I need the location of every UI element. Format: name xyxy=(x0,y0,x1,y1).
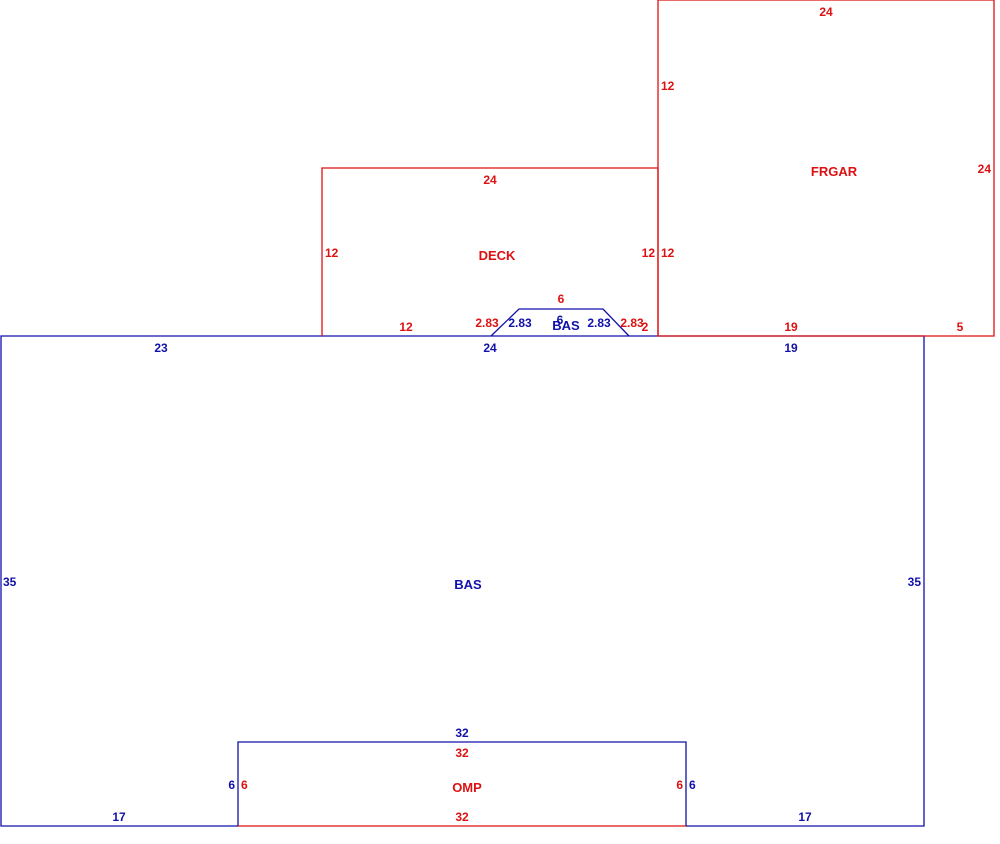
dim-deck-right: 12 xyxy=(642,246,656,260)
dim-bas-left: 35 xyxy=(3,575,17,589)
dim-deck-left: 12 xyxy=(325,246,339,260)
dim-frgar-right: 24 xyxy=(978,162,992,176)
dim-frgar-bottom: 19 xyxy=(784,320,798,334)
bas-bay-outline xyxy=(490,308,630,337)
dim-bas-bottom-left: 17 xyxy=(112,810,126,824)
dim-bas-right: 35 xyxy=(908,575,922,589)
dim-frgar-left: 12 xyxy=(661,79,675,93)
dim-bas-omp-top: 32 xyxy=(455,726,469,740)
bas-main-label: BAS xyxy=(454,577,482,592)
dim-deck-bottom-end: 2 xyxy=(642,320,649,334)
dim-omp-bottom: 32 xyxy=(455,810,469,824)
deck-label: DECK xyxy=(479,248,516,263)
dim-frgar-bottom-end: 5 xyxy=(957,320,964,334)
dim-bay-left: 2.83 xyxy=(508,316,532,330)
dim-frgar-lower-left: 12 xyxy=(661,246,675,260)
bas-outline xyxy=(0,308,925,827)
frgar-label: FRGAR xyxy=(811,164,858,179)
dim-bas-top-left: 23 xyxy=(154,341,168,355)
dim-omp-right: 6 xyxy=(676,778,683,792)
red-outlines xyxy=(238,0,995,827)
dim-bas-omp-left: 6 xyxy=(228,778,235,792)
dim-bay-right: 2.83 xyxy=(587,316,611,330)
omp-label: OMP xyxy=(452,780,482,795)
dim-deck-bottom: 12 xyxy=(399,320,413,334)
dim-bas-bottom-right: 17 xyxy=(798,810,812,824)
bas-main-outline xyxy=(0,335,925,827)
dim-omp-left: 6 xyxy=(241,778,248,792)
bas-bay-label: BAS xyxy=(552,318,580,333)
dim-deck-bay-left: 2.83 xyxy=(475,316,499,330)
dim-bas-top-right: 19 xyxy=(784,341,798,355)
dim-deck-bay-right: 2.83 xyxy=(620,316,644,330)
frgar-outline xyxy=(657,0,995,337)
dim-frgar-top: 24 xyxy=(819,5,833,19)
dim-deck-bay-top: 6 xyxy=(558,292,565,306)
dim-bay-top: 6 xyxy=(557,313,564,327)
dim-omp-top: 32 xyxy=(455,746,469,760)
dim-bas-omp-right: 6 xyxy=(689,778,696,792)
dim-deck-top: 24 xyxy=(483,173,497,187)
dim-bas-top-mid: 24 xyxy=(483,341,497,355)
